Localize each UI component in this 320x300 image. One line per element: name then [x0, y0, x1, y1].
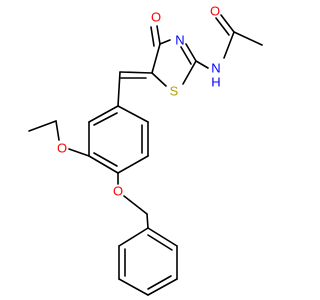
bond-ph-4: [118, 278, 149, 296]
bond-ch2-phenyl: [146, 213, 149, 229]
bond-acetyl-c-o: [220, 14, 235, 33]
bond-carbonyl-nh: [223, 31, 235, 59]
bond-methine-ring: [117, 71, 121, 107]
bond-c4-c5: [151, 43, 161, 74]
bond-ar-ethoxy-o: [68, 148, 90, 157]
bonds: [28, 14, 263, 296]
bond-ph-6: [118, 227, 149, 247]
bond-c2-n3: [185, 43, 197, 62]
ethoxy-oxygen-label: O: [57, 141, 67, 156]
bond-c5-methine: [119, 71, 153, 74]
benzyloxy-oxygen-label: O: [113, 184, 123, 199]
bond-c5-s1: [151, 72, 167, 87]
bond-ar-4-double: [93, 152, 118, 167]
atom-labels: O N S N H O O O: [57, 4, 221, 199]
bond-s1-c2: [182, 60, 197, 85]
bond-ethoxy-ch2-ch3: [28, 120, 57, 132]
bond-ar-3: [117, 155, 149, 174]
bond-ph-1-double: [147, 234, 173, 251]
bond-ar-6-double: [93, 112, 118, 126]
bond-acetyl-c-o-double: [215, 17, 230, 36]
bond-ethoxy-o-ch2: [55, 120, 60, 141]
bond-n3-c4: [159, 39, 171, 45]
molecule-canvas: O N S N H O O O: [28, 4, 263, 296]
bond-c2-n3-double: [180, 46, 192, 65]
bond-ph-1: [147, 227, 178, 247]
bond-c4-o: [156, 25, 161, 45]
amide-nitrogen-label: N: [211, 61, 220, 76]
bond-ar-1: [117, 105, 149, 123]
molecule-structure: O N S N H O O O: [28, 4, 263, 296]
bond-ar-6: [88, 105, 119, 123]
bond-benzyloxy-o-ch2: [123, 195, 148, 215]
bond-ar-4: [88, 155, 119, 174]
bond-ph-3: [147, 278, 178, 296]
bond-ph-3-double: [147, 275, 172, 290]
amide-hydrogen-label: H: [211, 75, 220, 90]
bond-c4-o-double: [150, 26, 155, 47]
bond-methyl-carbonyl: [233, 31, 263, 46]
carbonyl-oxygen-ring-label: O: [151, 10, 161, 25]
ring-sulfur-label: S: [170, 84, 179, 99]
ring-nitrogen-label: N: [175, 33, 184, 48]
acetyl-oxygen-label: O: [210, 4, 220, 19]
bond-nh-c2: [195, 60, 209, 69]
